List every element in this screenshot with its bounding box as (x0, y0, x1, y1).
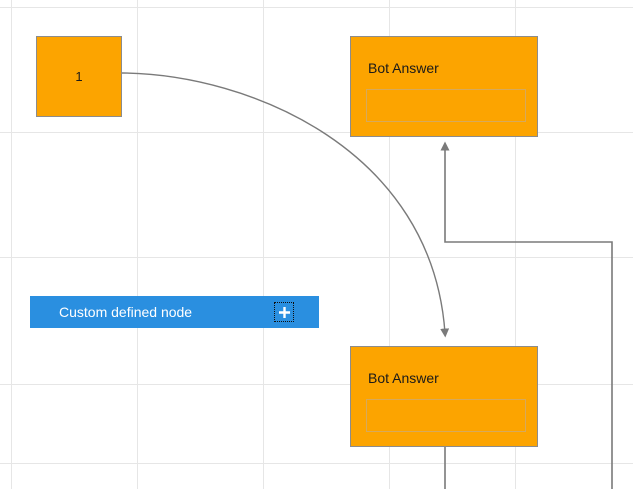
bot-answer-node-bottom[interactable]: Bot Answer (350, 346, 538, 447)
custom-defined-node-chip[interactable]: Custom defined node (30, 296, 319, 328)
bot-answer-title: Bot Answer (368, 370, 439, 386)
start-node[interactable]: 1 (36, 36, 122, 117)
bot-answer-title: Bot Answer (368, 60, 439, 76)
edge-start-to-bot-answer-bottom[interactable] (121, 72, 450, 338)
bot-answer-slot[interactable] (366, 399, 526, 432)
bot-answer-slot[interactable] (366, 89, 526, 122)
edge-loopback-to-bot-answer-top[interactable] (440, 141, 613, 489)
bot-answer-node-top[interactable]: Bot Answer (350, 36, 538, 137)
custom-defined-node-label: Custom defined node (59, 304, 193, 320)
plus-icon[interactable] (274, 302, 294, 322)
start-node-label: 1 (75, 69, 83, 84)
